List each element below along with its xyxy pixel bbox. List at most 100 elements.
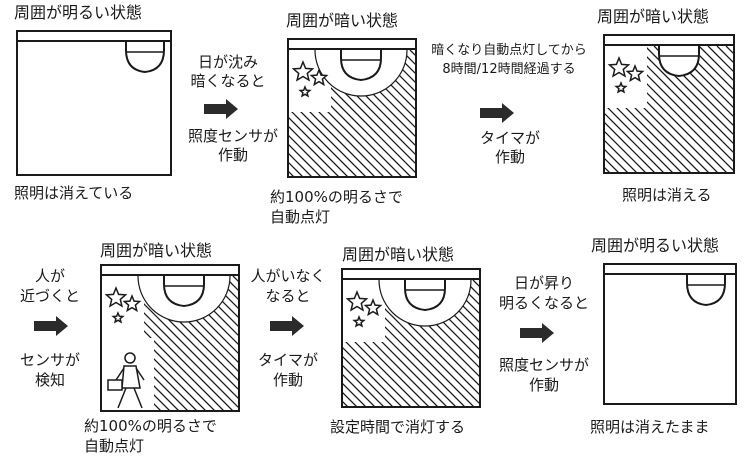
stars-icon [345,290,383,328]
panel-6-room [603,263,737,405]
panel-4-drawing [102,273,238,410]
hatch-line [310,50,415,155]
hatch-line [289,153,312,176]
transition-1-trigger-line-2: 作動 [217,146,248,164]
panel-5-state-label: 周囲が暗い状態 [342,245,455,264]
hatch-line [289,108,357,176]
hatch-line [102,333,179,410]
hatch-line [196,276,238,318]
hatch-line [214,276,238,300]
hatch-line [292,50,415,173]
hatch-line [605,104,673,172]
hatch-line [680,46,733,99]
panel-3-drawing [605,43,733,172]
hatch-line [124,276,238,390]
hatch-line [605,86,691,172]
hatch-line [289,117,348,176]
panel-5-drawing [343,277,479,406]
hatch-line [427,280,479,332]
person-head [124,352,136,364]
panel-2-room [287,38,417,178]
star [309,68,329,87]
hatch-line [343,347,402,406]
panel-1-drawing [125,39,165,74]
star [607,56,631,78]
hatch-line [698,46,733,81]
transition-1-trigger-line-1: 照度センサが [187,127,278,145]
transition-5-trigger-line-1: 照度センサが [498,356,589,374]
hatch-line [626,46,733,153]
walking-person-icon [107,352,145,409]
transition-2-condition-line-1: 暗くなり自動点灯してから [431,43,587,58]
transition-1-condition-line-1: 日が沈み [197,53,258,71]
transition-4-trigger-line-1: タイマが [257,351,318,369]
hatch-line [382,280,479,377]
panel-2-caption-line-2: 自動点灯 [270,208,331,226]
hatch-line [635,46,733,144]
hatch-line [343,320,429,406]
ceiling [102,266,238,276]
panel-1-state-label: 周囲が明るい状態 [14,3,143,22]
transition-3-condition-line-1: 人が [34,267,65,285]
hatch-line [102,396,116,410]
transition-4-trigger-line-2: 作動 [272,371,303,389]
hatch-line [133,276,238,381]
hatch-line [102,378,134,410]
panel-3-caption-line-1: 照明は消える [622,186,712,204]
panel-6-caption-line-1: 照明は消えたまま [590,418,710,436]
stars-icon [291,60,329,98]
transition-4-condition-line-2: なると [265,287,311,305]
hatch-line [605,95,682,172]
hatch-line [605,158,619,172]
hatch-line [343,302,447,406]
briefcase-icon [107,379,123,391]
hatch-line [617,46,733,162]
star [111,311,125,324]
hatch-line [355,50,415,110]
hatch-line [343,392,357,406]
hatch-line [343,329,420,406]
hatch-line [142,276,238,372]
transition-1-condition-line-2: 暗くなると [190,72,266,90]
hatch-line [289,99,366,176]
panel-1-caption-line-1: 照明は消えている [14,184,134,202]
stars-icon [104,286,142,324]
hatch-line [382,50,415,83]
hatch-line [343,338,411,406]
panel-6-drawing [686,272,726,307]
transition-3-condition-line-2: 近づくと [19,287,80,305]
hatch-line [289,90,375,176]
ceiling [289,40,415,50]
light-glow-outline [378,279,472,327]
hatch-line [319,50,415,146]
hatch-line [187,276,238,327]
right-arrow-icon [480,103,514,123]
hatch-line [102,297,215,410]
right-arrow-icon [204,99,238,119]
panel-2-caption-line-1: 約100%の明るさで [270,188,403,206]
panel-2-state-label: 周囲が暗い状態 [286,11,399,30]
ceiling-lamp-icon [125,39,165,74]
hatch-line [689,46,733,90]
panel-4-state-label: 周囲が暗い状態 [100,241,213,260]
hatch-line [605,140,637,172]
hatch-line [373,50,415,92]
star [291,60,315,82]
star [352,315,366,328]
panel-4-room [100,264,240,412]
stars-icon [607,56,645,94]
star [625,64,645,83]
ceiling-lamp-icon [340,47,382,82]
light-glow-outline [137,275,231,323]
hatch-line [102,387,125,410]
transition-4-condition-line-1: 人がいなく [250,267,326,285]
panel-2-drawing [289,47,415,176]
hatch-line [346,280,474,406]
hatch-line [289,126,339,176]
hatch-line [102,351,161,410]
star [614,81,628,94]
transition-2-condition-line-2: 8時間/12時間経過する [442,62,576,77]
hatch-line [608,46,733,171]
hatch-line [102,324,188,410]
star [345,290,369,312]
